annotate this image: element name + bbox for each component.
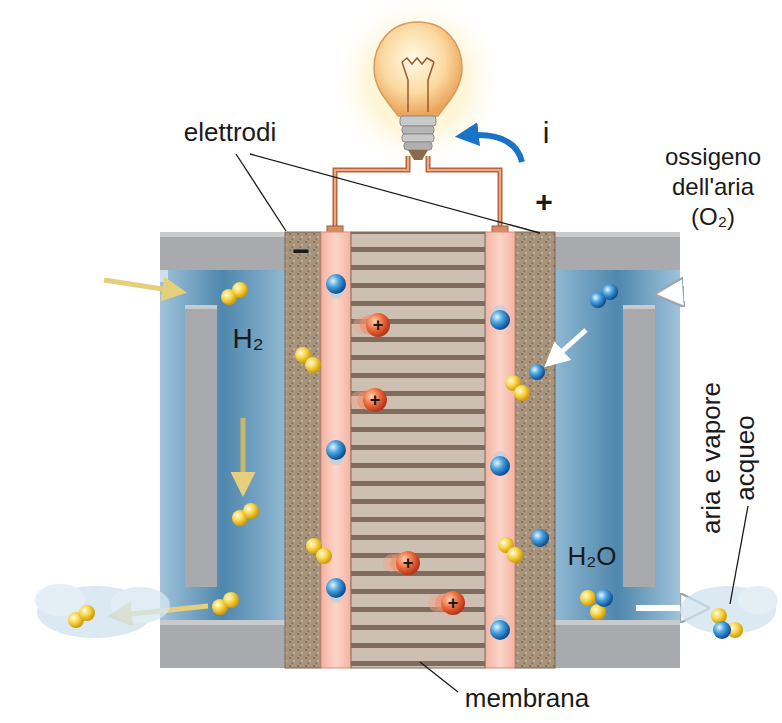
cathode-housing: [555, 620, 680, 668]
anode-housing: [160, 620, 285, 668]
proton: [366, 313, 390, 337]
exhaust-label: aria e vapore acqueo: [694, 372, 762, 544]
electrode-label: elettrodi: [160, 116, 300, 148]
molecule-label: H₂O: [560, 540, 624, 572]
anode-housing: [160, 232, 285, 237]
exhaust-cloud: [110, 587, 170, 623]
hydrogen-molecule: [243, 503, 259, 519]
hydrogen-molecule: [507, 547, 523, 563]
anode-housing: [160, 270, 168, 282]
cathode-housing: [623, 305, 655, 309]
ion-charge: +: [442, 592, 464, 614]
ion-charge: +: [367, 314, 389, 336]
leader-line: [420, 662, 458, 692]
gas-label: ossigeno dell'aria (O₂): [652, 142, 774, 232]
light-bulb: [402, 134, 434, 142]
polarity-sign: −: [288, 236, 314, 266]
membrane-label: membrana: [452, 682, 602, 714]
electron: [490, 310, 510, 330]
anode-housing: [160, 620, 285, 625]
cathode-housing: [555, 232, 680, 668]
hydrogen-flow-arrow: [104, 280, 243, 616]
electron: [326, 274, 346, 294]
hydrogen-molecule: [514, 385, 530, 401]
copper-wire: [335, 156, 408, 234]
light-bulb: [408, 150, 428, 160]
electron: [326, 274, 549, 640]
light-bulb: [402, 126, 434, 134]
electron: [326, 578, 346, 598]
air-flow-arrow: [660, 288, 745, 294]
current-label: i: [534, 116, 558, 150]
hydrogen-molecule: [79, 605, 95, 621]
ion-charge: +: [364, 389, 386, 411]
catalyst-layer: [321, 232, 351, 668]
water-molecule: [580, 589, 743, 639]
hydrogen-flow-arrow: [104, 280, 182, 292]
water-molecule: [595, 589, 613, 607]
proton: [363, 388, 387, 412]
hydrogen-molecule: [68, 282, 530, 628]
hydrogen-molecule: [232, 282, 248, 298]
oxygen-molecule: [529, 284, 618, 380]
electrode: [285, 232, 321, 668]
electron: [490, 620, 510, 640]
leader-line: [730, 506, 748, 604]
proton: [350, 313, 465, 615]
current-arrow: [462, 135, 522, 162]
gas-label: H₂: [222, 322, 274, 356]
leader-line: [236, 154, 286, 231]
leader-line: [250, 154, 540, 233]
water-molecule: [580, 590, 596, 606]
anode-housing: [185, 305, 217, 309]
catalyst-layer: [485, 232, 515, 668]
water-molecule: [713, 621, 731, 639]
copper-wire: [428, 156, 500, 234]
electron: [490, 456, 510, 476]
light-bulb: [328, 0, 508, 172]
polarity-sign: +: [530, 186, 558, 218]
light-bulb: [404, 142, 432, 150]
cathode-housing: [555, 232, 680, 237]
cathode-housing: [623, 305, 655, 587]
light-bulb: [374, 22, 462, 116]
hydrogen-molecule: [223, 592, 239, 608]
proton: [441, 591, 465, 615]
exhaust-cloud: [35, 584, 85, 616]
cathode-housing: [555, 232, 680, 270]
electrode: [285, 232, 555, 668]
hydrogen-molecule: [305, 357, 321, 373]
hydrogen-molecule: [316, 548, 332, 564]
light-bulb: [402, 58, 434, 112]
oxygen-molecule: [602, 284, 618, 300]
exhaust-cloud: [738, 586, 778, 614]
anode-housing: [160, 232, 285, 668]
anode-housing: [160, 232, 285, 270]
copper-wire: [428, 156, 500, 234]
proton: [396, 551, 420, 575]
electrode: [515, 232, 555, 668]
copper-wire: [327, 156, 508, 240]
cathode-housing: [555, 270, 680, 620]
light-bulb: [328, 0, 508, 172]
light-bulb: [400, 116, 436, 126]
electron: [531, 529, 549, 547]
electron: [326, 440, 346, 460]
ion-charge: +: [397, 552, 419, 574]
hydrogen-flow-arrow: [241, 418, 246, 492]
cathode-housing: [555, 620, 680, 625]
leader-line: [236, 154, 748, 692]
exhaust-cloud: [35, 584, 778, 638]
oxygen-molecule: [529, 364, 545, 380]
anode-housing: [160, 270, 285, 620]
anode-housing: [185, 305, 217, 587]
membrane: [351, 232, 485, 668]
catalyst-layer: [321, 232, 515, 668]
air-flow-arrow: [548, 330, 586, 364]
copper-wire: [335, 156, 408, 234]
